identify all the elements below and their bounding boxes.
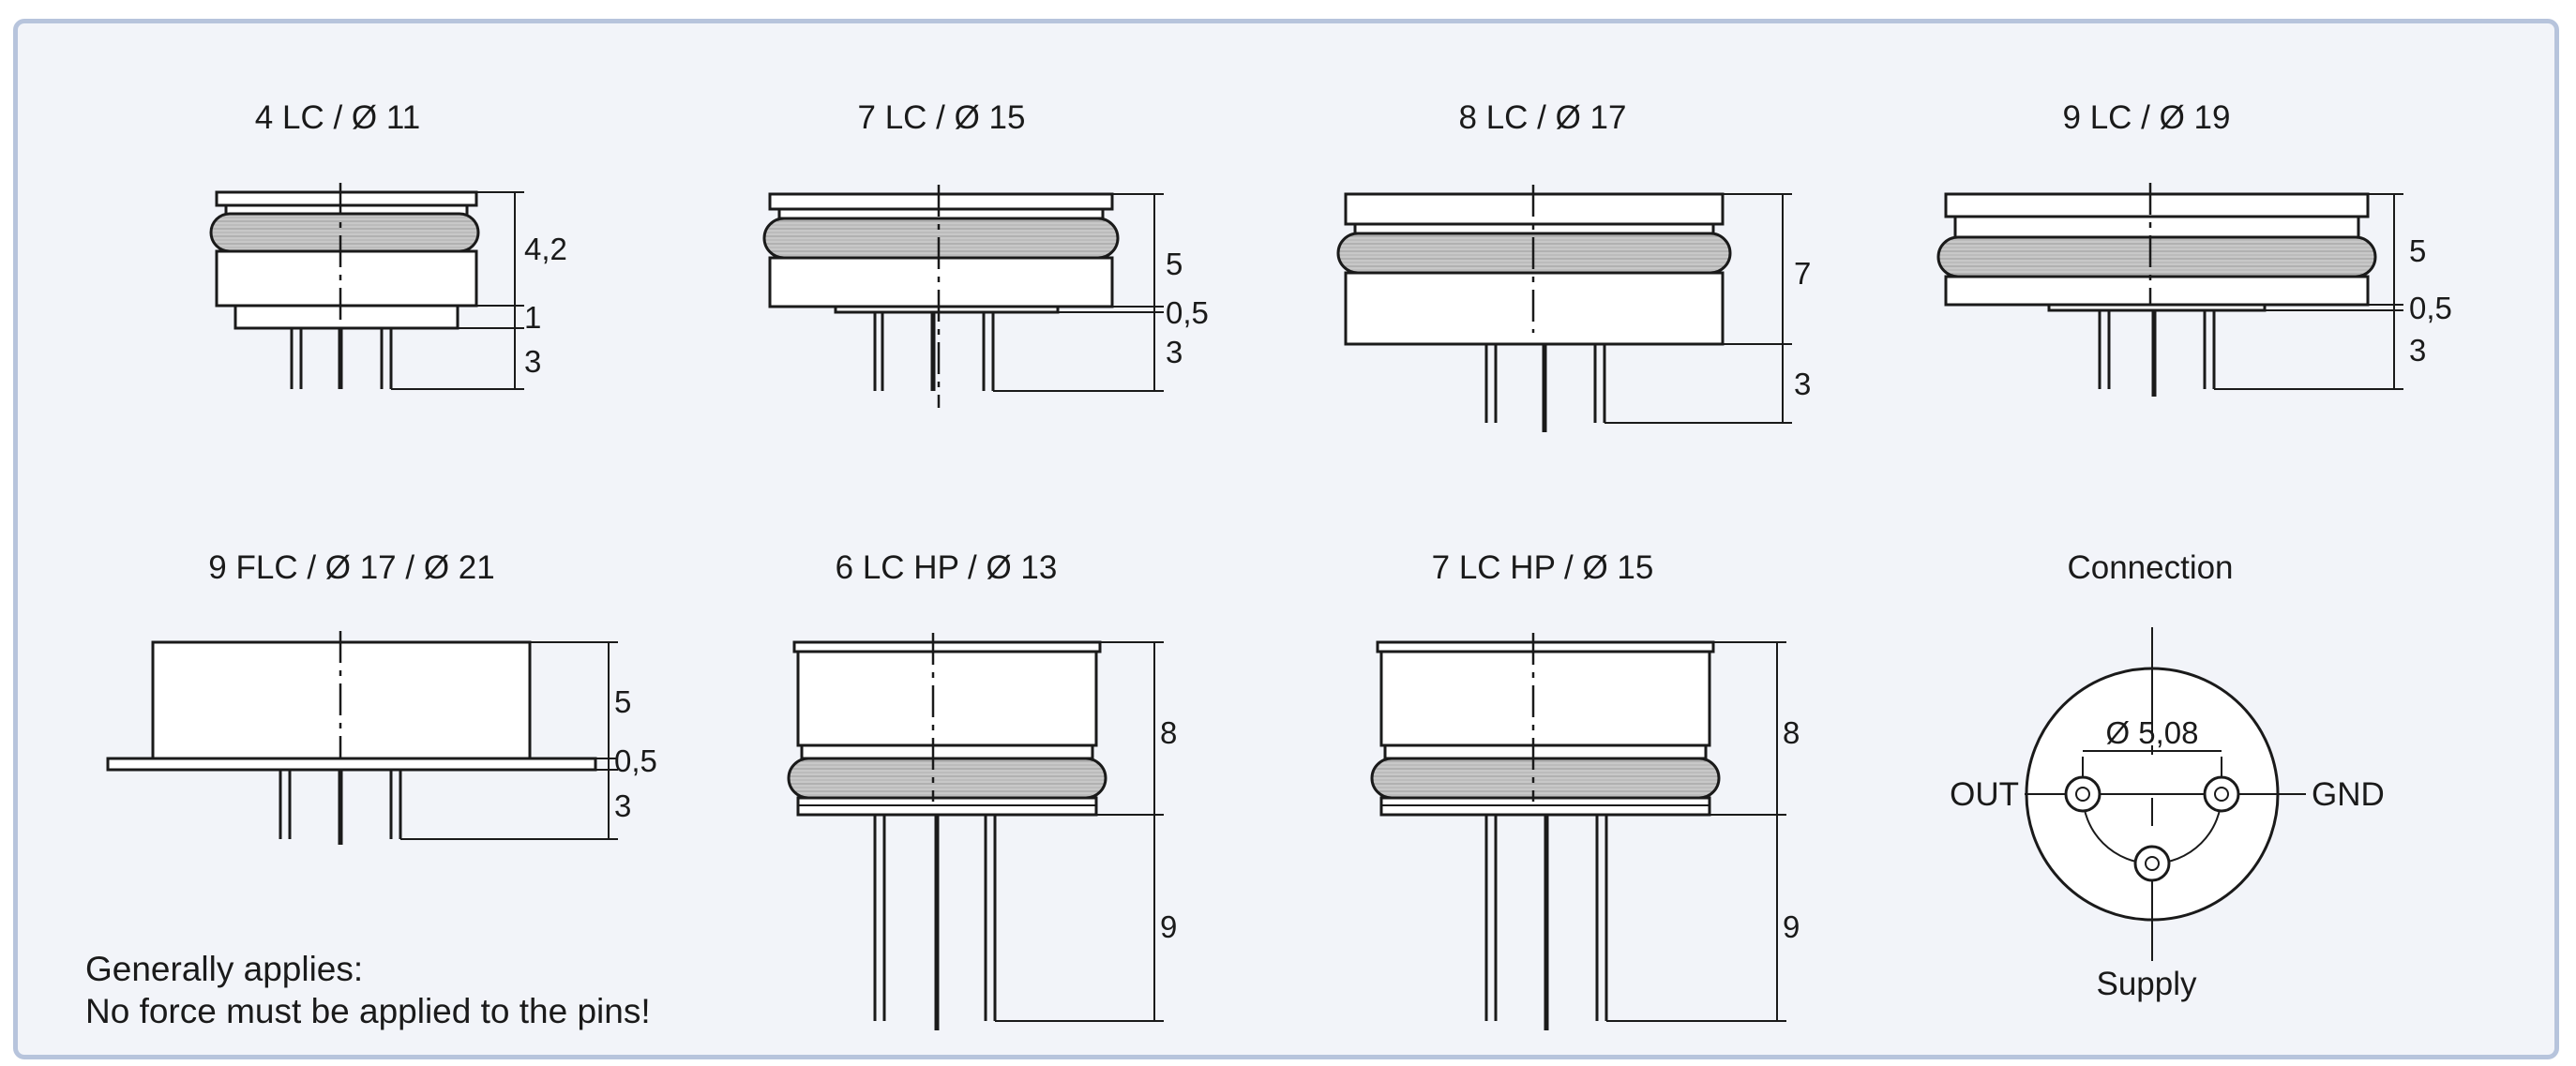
label-out: OUT <box>1950 776 2019 813</box>
label-supply: Supply <box>2096 966 2197 1002</box>
dim-7lchp-pins: 9 <box>1783 909 1800 944</box>
dim-4lc-height: 4,2 <box>524 232 567 266</box>
sensor-7lchp: 7 LC HP / Ø 15 8 9 <box>1370 549 1800 1030</box>
dim-6lchp-pins: 9 <box>1160 909 1177 944</box>
label-gnd: GND <box>2312 776 2385 813</box>
sensor-4lc: 4 LC / Ø 11 4,2 1 3 <box>209 99 567 390</box>
sensor-title: 9 LC / Ø 19 <box>2063 99 2231 136</box>
dim-4lc-pins: 3 <box>524 344 541 379</box>
sensor-7lc: 7 LC / Ø 15 5 0,5 3 <box>762 99 1209 408</box>
dim-8lc-height: 7 <box>1794 256 1811 291</box>
sensor-8lc: 8 LC / Ø 17 7 3 <box>1336 99 1811 432</box>
connection-diagram: Connection Ø 5,08 <box>1950 549 2385 1002</box>
sensor-title: 7 LC HP / Ø 15 <box>1432 549 1654 586</box>
pitch-dimension: Ø 5,08 <box>2105 715 2198 750</box>
dim-9flc-height: 5 <box>614 684 631 719</box>
sensor-9flc: 9 FLC / Ø 17 / Ø 21 5 0,5 3 <box>106 549 657 845</box>
dim-8lc-pins: 3 <box>1794 367 1811 401</box>
sensor-9lc: 9 LC / Ø 19 5 0,5 3 <box>1936 99 2452 397</box>
dim-7lc-height: 5 <box>1166 247 1183 281</box>
sensor-title: 7 LC / Ø 15 <box>858 99 1026 136</box>
sensor-6lchp: 6 LC HP / Ø 13 8 9 <box>787 549 1177 1030</box>
dim-7lc-pins: 3 <box>1166 335 1183 369</box>
technical-drawing: 4 LC / Ø 11 4,2 1 3 <box>106 99 2452 1030</box>
dim-9lc-flange: 0,5 <box>2409 291 2452 325</box>
sensor-title: 8 LC / Ø 17 <box>1459 99 1627 136</box>
dim-6lchp-body: 8 <box>1160 715 1177 750</box>
dim-4lc-flange: 1 <box>524 300 541 335</box>
note-text: No force must be applied to the pins! <box>85 992 651 1030</box>
dim-9lc-height: 5 <box>2409 233 2426 268</box>
sensor-title: 6 LC HP / Ø 13 <box>836 549 1058 586</box>
connection-title: Connection <box>2067 549 2233 586</box>
note-heading: Generally applies: <box>85 950 364 988</box>
dim-7lchp-body: 8 <box>1783 715 1800 750</box>
sensor-title: 4 LC / Ø 11 <box>255 99 420 136</box>
dim-9lc-pins: 3 <box>2409 333 2426 368</box>
sensor-title: 9 FLC / Ø 17 / Ø 21 <box>208 549 494 586</box>
dim-7lc-flange: 0,5 <box>1166 295 1209 330</box>
dim-9flc-flange: 0,5 <box>614 743 657 778</box>
drawing-panel: 4 LC / Ø 11 4,2 1 3 <box>13 19 2559 1059</box>
dim-9flc-pins: 3 <box>614 788 631 823</box>
